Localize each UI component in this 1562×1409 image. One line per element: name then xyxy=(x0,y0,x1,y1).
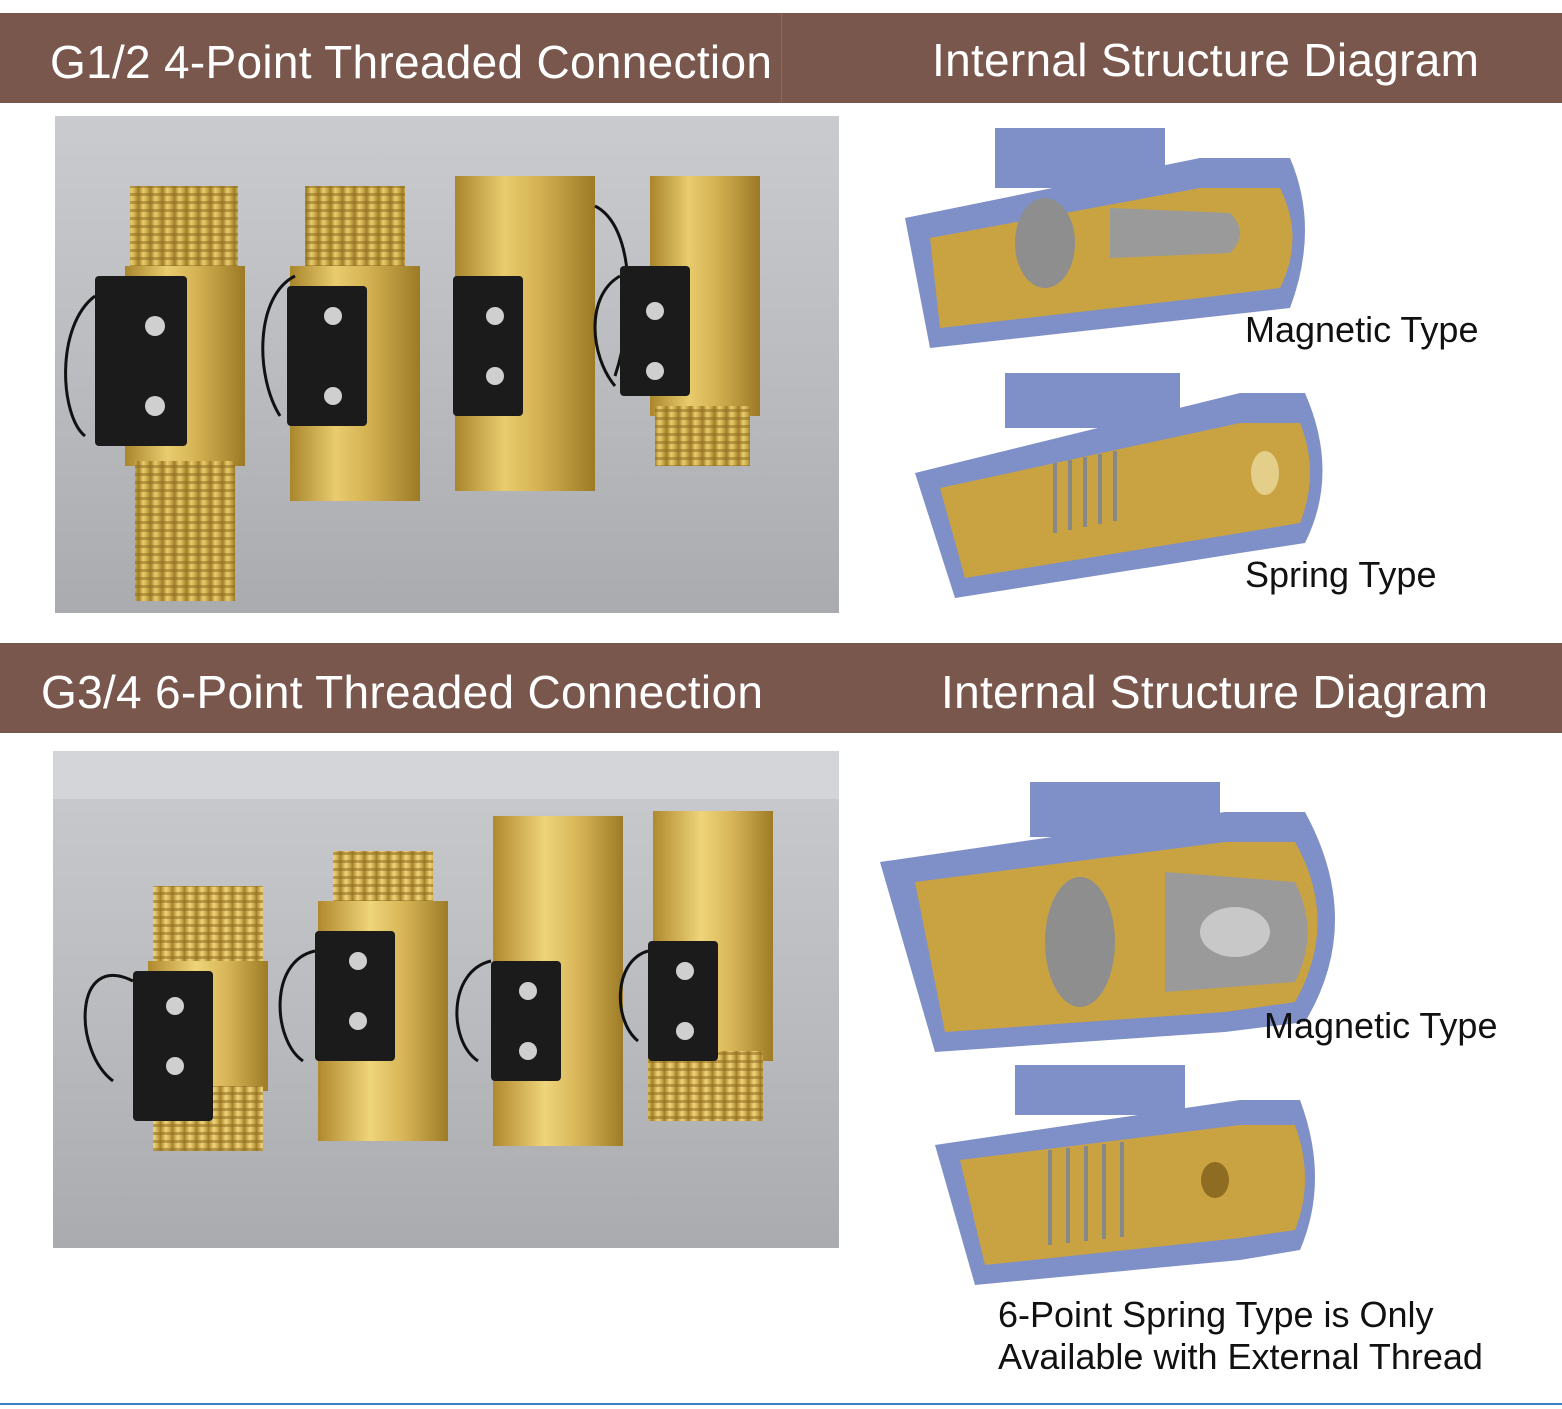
diagram-spring-g12 xyxy=(910,363,1340,603)
product-photo-g12 xyxy=(55,116,839,613)
sensor-3 xyxy=(453,176,630,491)
diagram-title-bottom: Internal Structure Diagram xyxy=(941,666,1489,718)
product-photo-g34 xyxy=(53,751,839,1248)
sensor-8 xyxy=(618,811,773,1121)
label-spring-type-top: Spring Type xyxy=(1245,554,1437,595)
header-divider xyxy=(781,13,782,103)
sensor-6 xyxy=(278,851,448,1141)
diagram-magnetic-g34 xyxy=(875,772,1365,1057)
label-magnetic-type-top: Magnetic Type xyxy=(1245,309,1479,350)
section-title-g12: G1/2 4-Point Threaded Connection xyxy=(50,36,773,88)
sensor-4 xyxy=(593,176,760,466)
sensor-5 xyxy=(83,886,268,1151)
sensor-2 xyxy=(261,186,420,501)
sensor-1 xyxy=(64,186,245,601)
diagram-spring-g34 xyxy=(930,1060,1330,1290)
header-bar-bottom: G3/4 6-Point Threaded Connection Interna… xyxy=(0,643,1562,733)
section-title-g34: G3/4 6-Point Threaded Connection xyxy=(41,666,764,718)
diagram-title-top: Internal Structure Diagram xyxy=(932,34,1480,86)
spring-availability-note: 6-Point Spring Type is Only Available wi… xyxy=(998,1294,1483,1378)
bottom-rule xyxy=(0,1403,1562,1405)
note-line-2: Available with External Thread xyxy=(998,1336,1483,1377)
diagram-magnetic-g12 xyxy=(900,118,1320,353)
sensor-7 xyxy=(455,816,623,1146)
label-magnetic-type-bottom: Magnetic Type xyxy=(1264,1005,1498,1046)
header-bar-top: G1/2 4-Point Threaded Connection Interna… xyxy=(0,13,1562,103)
note-line-1: 6-Point Spring Type is Only xyxy=(998,1294,1434,1335)
